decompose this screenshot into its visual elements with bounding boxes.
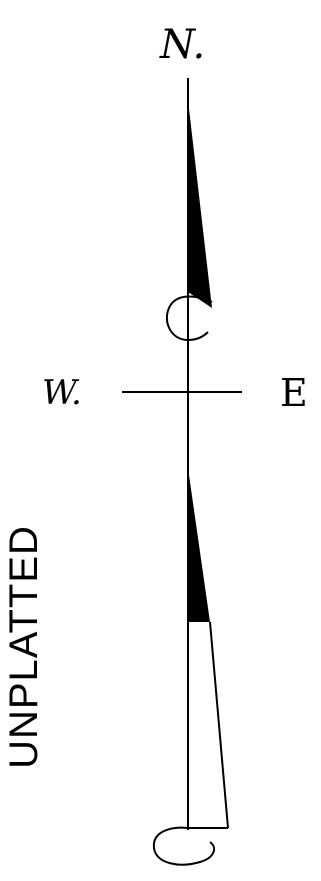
upper-hook bbox=[165, 295, 213, 342]
unplatted-label-text: UNPLATTED bbox=[2, 525, 46, 769]
west-label: W. bbox=[42, 373, 82, 413]
east-label: E bbox=[280, 371, 308, 415]
south-needle-solid bbox=[188, 468, 210, 622]
south-needle-edge bbox=[209, 621, 229, 829]
unplatted-label: UNPLATTED bbox=[2, 514, 46, 780]
north-label: N. bbox=[159, 22, 205, 68]
lower-hook bbox=[152, 826, 216, 866]
north-needle-upper bbox=[188, 100, 212, 308]
